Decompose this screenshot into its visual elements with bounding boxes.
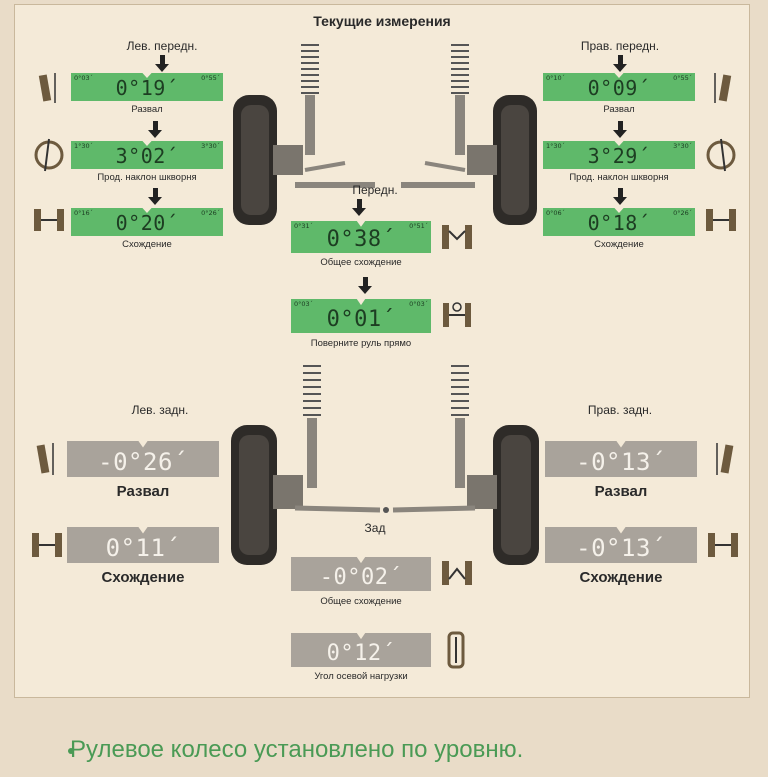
front-left-heading: Лев. передн. (126, 39, 198, 53)
meter-label: Прод. наклон шкворня (569, 172, 669, 183)
rear-center-heading: Зад (364, 521, 386, 535)
front-left-camber-meter: 0°03´ 0°55´ 0°19´ (71, 73, 223, 101)
limit-low: 0°06´ (546, 209, 565, 217)
meter-value: -0°13´ (576, 534, 666, 562)
total-toe-icon (442, 561, 472, 585)
meter-label: Развал (131, 104, 163, 115)
thrust-angle-meter: 0°12´ (291, 633, 431, 667)
bullet-icon (68, 748, 74, 754)
front-left-toe-meter: 0°16´ 0°26´ 0°20´ (71, 208, 223, 236)
meter-value: -0°02´ (319, 565, 403, 590)
total-toe-icon (442, 225, 472, 249)
camber-icon (36, 443, 54, 475)
toe-icon (32, 533, 62, 557)
steering-icon (443, 302, 471, 327)
meter-label: Общее схождение (320, 257, 402, 268)
front-right-camber-meter: 0°10´ 0°55´ 0°09´ (543, 73, 695, 101)
front-right-toe-meter: 0°06´ 0°26´ 0°18´ (543, 208, 695, 236)
meter-value: 0°38´ (326, 227, 396, 252)
limit-high: 0°03´ (409, 300, 428, 308)
limit-low: 0°03´ (74, 74, 93, 82)
limit-high: 0°55´ (673, 74, 692, 82)
meter-value: 0°11´ (105, 534, 181, 562)
status-message: Рулевое колесо установлено по уровню. (70, 736, 524, 763)
meter-value: 3°29´ (587, 144, 651, 168)
rear-left-camber-meter: -0°26´ (67, 441, 219, 477)
meter-label: Схождение (579, 569, 663, 586)
limit-low: 0°16´ (74, 209, 93, 217)
limit-high: 0°26´ (201, 209, 220, 217)
limit-low: 1°30´ (74, 142, 93, 150)
front-right-caster-meter: 1°30´ 3°30´ 3°29´ (543, 141, 695, 169)
rear-suspension-illustration (231, 365, 539, 565)
meter-label: Схождение (594, 239, 644, 250)
front-left-caster-meter: 1°30´ 3°30´ 3°02´ (71, 141, 223, 169)
meter-label: Развал (594, 483, 648, 500)
front-total-toe-meter: 0°31´ 0°51´ 0°38´ (291, 221, 431, 253)
limit-high: 0°55´ (201, 74, 220, 82)
toe-icon (708, 533, 738, 557)
limit-low: 0°10´ (546, 74, 565, 82)
page-title: Текущие измерения (313, 13, 451, 29)
measurement-sheet: Текущие измерения Лев. передн. 0°03´ 0°5… (14, 4, 750, 698)
limit-high: 0°51´ (409, 222, 428, 230)
meter-label: Прод. наклон шкворня (97, 172, 197, 183)
caster-icon (706, 138, 736, 172)
meter-label: Угол осевой нагрузки (314, 671, 408, 682)
steering-meter: 0°03´ 0°03´ 0°01´ (291, 299, 431, 333)
meter-label: Общее схождение (320, 596, 402, 607)
limit-low: 1°30´ (546, 142, 565, 150)
front-right-heading: Прав. передн. (580, 39, 660, 53)
limit-high: 3°30´ (201, 142, 220, 150)
camber-icon (38, 73, 56, 103)
limit-high: 0°26´ (673, 209, 692, 217)
toe-icon (34, 209, 64, 231)
meter-label: Схождение (101, 569, 185, 586)
meter-value: 0°12´ (326, 641, 396, 666)
meter-label: Схождение (122, 239, 172, 250)
rear-left-toe-meter: 0°11´ (67, 527, 219, 563)
meter-label: Поверните руль прямо (310, 338, 412, 349)
meter-value: -0°13´ (576, 448, 666, 476)
meter-value: 3°02´ (115, 144, 179, 168)
caster-icon (34, 138, 64, 172)
camber-icon (716, 443, 734, 475)
rear-right-camber-meter: -0°13´ (545, 441, 697, 477)
meter-value: 0°20´ (115, 211, 179, 235)
camber-icon (714, 73, 732, 103)
limit-low: 0°31´ (294, 222, 313, 230)
front-suspension-illustration (233, 44, 537, 225)
meter-value: -0°26´ (98, 448, 188, 476)
thrust-angle-icon (447, 631, 465, 669)
meter-value: 0°18´ (587, 211, 651, 235)
meter-value: 0°09´ (587, 76, 651, 100)
limit-high: 3°30´ (673, 142, 692, 150)
rear-left-heading: Лев. задн. (131, 403, 189, 417)
meter-label: Развал (603, 104, 635, 115)
meter-value: 0°19´ (115, 76, 179, 100)
rear-right-toe-meter: -0°13´ (545, 527, 697, 563)
toe-icon (706, 209, 736, 231)
meter-label: Развал (116, 483, 170, 500)
front-center-heading: Передн. (352, 183, 398, 197)
meter-value: 0°01´ (326, 307, 396, 332)
limit-low: 0°03´ (294, 300, 313, 308)
rear-right-heading: Прав. задн. (587, 403, 653, 417)
